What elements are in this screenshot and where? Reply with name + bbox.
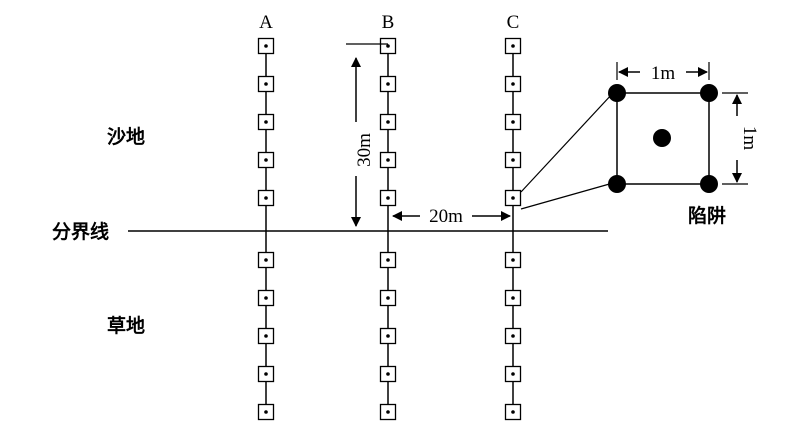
corner-trap (700, 175, 718, 193)
trap-marker (257, 151, 275, 169)
boundary-label: 分界线 (52, 220, 109, 243)
trap-marker (257, 327, 275, 345)
trap-marker (257, 189, 275, 207)
vertical-dimension-label: 30m (354, 133, 375, 167)
transects-group: A B C (257, 12, 522, 421)
transect-label: B (382, 12, 395, 33)
trap-marker (504, 75, 522, 93)
trap-marker (504, 37, 522, 55)
trap-marker (379, 327, 397, 345)
trap-marker (257, 289, 275, 307)
center-trap (653, 129, 671, 147)
transect-a: A (257, 12, 275, 421)
trap-marker (379, 37, 397, 55)
trap-marker (504, 251, 522, 269)
trap-marker (379, 251, 397, 269)
transect-label: C (507, 12, 520, 33)
trap-marker (379, 75, 397, 93)
transect-c: C (504, 12, 522, 421)
detail-width-label: 1m (651, 63, 676, 84)
transect-label: A (259, 12, 273, 33)
horizontal-dimension-label: 20m (429, 206, 463, 227)
corner-trap (608, 84, 626, 102)
trap-marker (257, 37, 275, 55)
grass-region-label: 草地 (107, 314, 145, 337)
trap-marker (257, 403, 275, 421)
trap-marker (504, 327, 522, 345)
trap-marker (379, 151, 397, 169)
trap-marker (257, 75, 275, 93)
trap-marker (257, 113, 275, 131)
trap-marker (504, 189, 522, 207)
zoom-line-top (520, 92, 614, 193)
trap-detail: 1m 1m 陷阱 (608, 62, 760, 227)
sand-region-label: 沙地 (107, 125, 145, 148)
horizontal-dimension: 20m (392, 206, 511, 227)
corner-trap (700, 84, 718, 102)
trap-marker (379, 365, 397, 383)
detail-trap-label: 陷阱 (688, 204, 726, 227)
trap-marker (504, 151, 522, 169)
trap-marker (504, 403, 522, 421)
trap-marker (504, 365, 522, 383)
trap-marker (257, 365, 275, 383)
trap-marker (504, 113, 522, 131)
trap-marker (504, 289, 522, 307)
trap-marker (379, 403, 397, 421)
vertical-dimension: 30m (346, 43, 388, 227)
trap-marker (379, 189, 397, 207)
detail-height-label: 1m (739, 126, 760, 151)
zoom-line-bottom (520, 182, 614, 210)
trap-marker (257, 251, 275, 269)
transect-b: B (379, 12, 397, 421)
trap-marker (379, 289, 397, 307)
corner-trap (608, 175, 626, 193)
trap-marker (379, 113, 397, 131)
